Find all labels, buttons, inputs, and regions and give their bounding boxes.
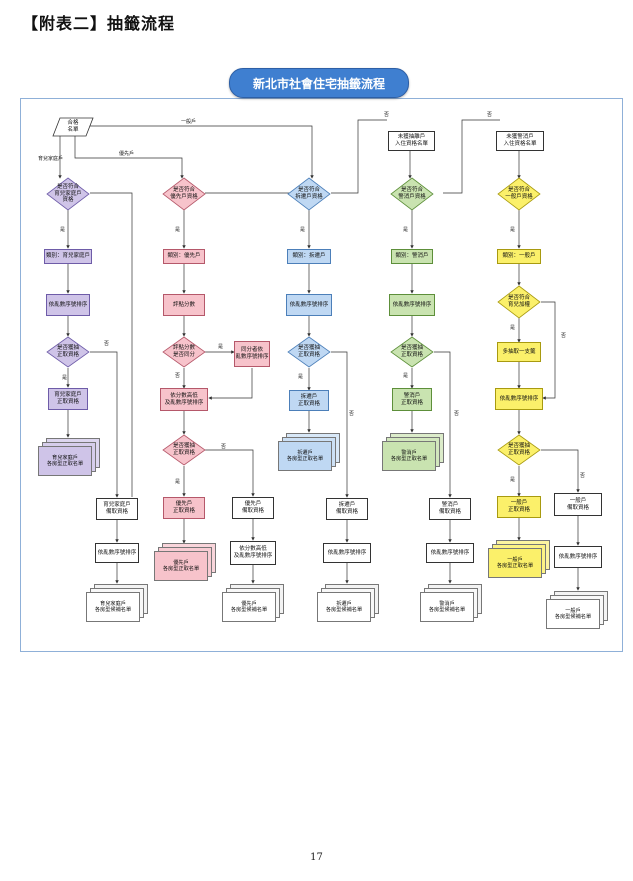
edge-label-yes: 是: [403, 227, 409, 233]
box-police-wait: 警消戶 備取資格: [429, 498, 471, 520]
box-priority-score: 評點分數: [163, 294, 205, 316]
box-general-wait: 一般戶 備取資格: [554, 493, 602, 516]
box-priority-same-score: 同分者依 亂數序號排序: [234, 341, 270, 367]
edge-label-yes: 是: [298, 374, 304, 380]
stack-childcare-admit-list: 育兒家庭戶 各房型正取名單: [38, 438, 102, 478]
box-priority-wait: 優先戶 備取資格: [232, 497, 274, 519]
box-displaced-category: 類別：拆遷戶: [287, 249, 331, 264]
edge-label-yes: 是: [218, 344, 224, 350]
box-childcare-category: 類別：育兒家庭戶: [44, 249, 92, 264]
edge-label-yes: 是: [60, 227, 66, 233]
edge-label-yes: 是: [175, 227, 181, 233]
box-general-extra-ticket: 多抽取一支籤: [497, 342, 541, 362]
box-priority-wait-sort: 依分數高低 及亂數序號排序: [230, 541, 276, 565]
box-displaced-admit: 拆遷戶 正取資格: [289, 390, 329, 411]
stack-displaced-wait-list: 拆遷戶 各房型候補名單: [317, 584, 381, 624]
stack-police-wait-list: 警消戶 各房型候補名單: [420, 584, 484, 624]
box-general-order: 依亂數序號排序: [495, 388, 543, 410]
edge-label-general: 一般戶: [181, 119, 197, 125]
diamond-priority-check: 是否符合 優先戶資格: [162, 177, 206, 211]
stack-childcare-wait-list: 育兒家庭戶 各房型候補名單: [86, 584, 150, 624]
box-police-admit: 警消戶 正取資格: [392, 388, 432, 411]
stack-general-admit-list: 一般戶 各房型正取名單: [488, 540, 552, 580]
box-general-admit: 一般戶 正取資格: [497, 496, 541, 518]
page-number: 17: [310, 852, 323, 863]
diamond-displaced-phase: 是否獲抽 正取資格: [287, 336, 331, 368]
page-heading: 【附表二】抽籤流程: [22, 14, 176, 33]
edge-label-yes: 是: [62, 375, 68, 381]
edge-label-yes: 是: [510, 477, 516, 483]
diamond-general-check: 是否符合 一般戶資格: [497, 177, 541, 211]
edge-label-yes: 是: [175, 479, 181, 485]
edge-label-childcare: 育兒家庭戶: [38, 156, 64, 162]
edge-label-yes: 是: [510, 325, 516, 331]
edge-label-priority: 優先戶: [119, 151, 135, 157]
box-priority-sort: 依分數高低 及亂數序號排序: [160, 388, 208, 411]
box-childcare-wait-order: 依亂數序號排序: [95, 543, 139, 563]
box-displaced-order: 依亂數序號排序: [286, 294, 332, 316]
box-priority-admit: 優先戶 正取資格: [163, 497, 205, 519]
edge-label-yes: 是: [403, 373, 409, 379]
edge-label-yes: 是: [510, 227, 516, 233]
edge-label-no-top-2: 否: [487, 112, 493, 118]
diamond-general-phase: 是否獲抽 正取資格: [497, 434, 541, 466]
edge-label-no: 否: [580, 473, 586, 479]
box-displaced-wait-order: 依亂數序號排序: [323, 543, 371, 563]
stack-displaced-admit-list: 拆遷戶 各房型正取名單: [278, 433, 342, 473]
box-police-wait-order: 依亂數序號排序: [426, 543, 474, 563]
edge-label-no: 否: [175, 373, 181, 379]
diamond-priority-phase: 是否獲抽 正取資格: [162, 434, 206, 466]
diamond-childcare-phase: 是否獲抽 正取資格: [46, 336, 90, 368]
box-priority-category: 類別：優先戶: [163, 249, 205, 264]
box-general-wait-order: 依亂數序號排序: [554, 546, 602, 568]
stack-police-admit-list: 警消戶 各房型正取名單: [382, 433, 446, 473]
stack-priority-admit-list: 優先戶 各房型正取名單: [154, 543, 218, 583]
diamond-police-check: 是否符合 警消戶資格: [390, 177, 434, 211]
box-unselected-displaced-list: 未獲抽離戶 入住資格名單: [388, 131, 435, 151]
diamond-general-childcare-weight: 是否符合 育兒加權: [497, 285, 541, 319]
edge-label-no: 否: [221, 444, 227, 450]
start-qualified-list: 合格 名單: [52, 117, 94, 137]
diamond-displaced-check: 是否符合 拆遷戶資格: [287, 177, 331, 211]
diamond-priority-tie: 評點分數 是否同分: [162, 336, 206, 368]
box-childcare-order: 依亂數序號排序: [46, 294, 90, 316]
box-general-category: 類別：一般戶: [497, 249, 541, 264]
box-police-category: 類別：警消戶: [391, 249, 433, 264]
edge-label-no: 否: [454, 411, 460, 417]
box-childcare-wait: 育兒家庭戶 備取資格: [96, 498, 138, 520]
box-displaced-wait: 拆遷戶 備取資格: [326, 498, 368, 520]
stack-general-wait-list: 一般戶 各房型候補名單: [546, 591, 610, 631]
flowchart-title: 新北市社會住宅抽籤流程: [229, 68, 409, 98]
diamond-childcare-check: 是否符合 育兒家庭戶 資格: [46, 177, 90, 211]
box-unselected-police-list: 未獲警消戶 入住資格名單: [496, 131, 544, 151]
stack-priority-wait-list: 優先戶 各房型候補名單: [222, 584, 286, 624]
box-police-order: 依亂數序號排序: [389, 294, 435, 316]
edge-label-no: 否: [561, 333, 567, 339]
edge-label-no-top-1: 否: [384, 112, 390, 118]
diamond-police-phase: 是否獲抽 正取資格: [390, 336, 434, 368]
edge-label-yes: 是: [300, 227, 306, 233]
edge-label-no: 否: [349, 411, 355, 417]
box-childcare-admit: 育兒家庭戶 正取資格: [48, 388, 88, 410]
edge-label-no: 否: [104, 341, 110, 347]
